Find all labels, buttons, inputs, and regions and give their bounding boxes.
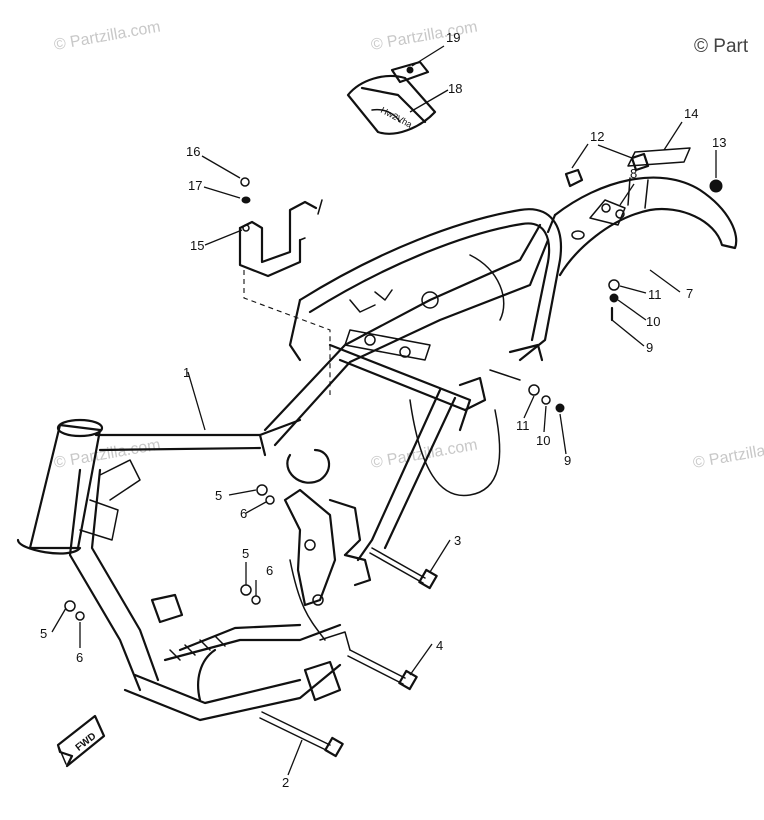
bolt-3 xyxy=(369,547,438,590)
washer-10 xyxy=(541,395,551,405)
battery-band xyxy=(390,60,430,84)
callout-18: 18 xyxy=(448,81,462,96)
nut-5 xyxy=(256,484,268,496)
callout-3: 3 xyxy=(454,533,461,548)
callout-15: 15 xyxy=(190,238,204,253)
callout-6: 6 xyxy=(76,650,83,665)
forward-arrow: FWD xyxy=(56,714,106,768)
watermark: © Part xyxy=(694,36,749,57)
washer-6 xyxy=(265,495,275,505)
callout-17: 17 xyxy=(188,178,202,193)
nut-12 xyxy=(630,152,650,172)
callout-2: 2 xyxy=(282,775,289,790)
fender-decal xyxy=(627,147,691,167)
callout-8: 8 xyxy=(630,166,637,181)
bolt-9 xyxy=(555,403,565,413)
callout-5: 5 xyxy=(215,488,222,503)
main-frame xyxy=(16,208,563,722)
nut-5 xyxy=(240,584,252,596)
callout-7: 7 xyxy=(686,286,693,301)
washer-11 xyxy=(528,384,540,396)
assembly-line xyxy=(243,270,331,395)
bolt-4 xyxy=(347,649,418,691)
washer-17 xyxy=(241,196,251,204)
watermark: © Partzilla.com xyxy=(370,18,479,53)
decal-text: Hw2Vha xyxy=(379,105,414,130)
callout-5: 5 xyxy=(40,626,47,641)
battery-bracket xyxy=(238,199,323,278)
damper-13 xyxy=(709,179,723,193)
rear-fender xyxy=(546,176,738,277)
band-hole xyxy=(406,66,414,74)
callout-12: 12 xyxy=(590,129,604,144)
callout-1: 1 xyxy=(183,365,190,380)
nut-5 xyxy=(64,600,76,612)
callout-16: 16 xyxy=(186,144,200,159)
bolt-2 xyxy=(259,711,344,758)
callout-6: 6 xyxy=(266,563,273,578)
callout-9: 9 xyxy=(646,340,653,355)
washer-11 xyxy=(608,279,620,291)
watermark: © Partzilla.com xyxy=(53,436,162,471)
callout-11: 11 xyxy=(648,287,662,302)
callout-6: 6 xyxy=(240,506,247,521)
washer-6 xyxy=(75,611,85,621)
callout-10: 10 xyxy=(646,314,660,329)
callout-5: 5 xyxy=(242,546,249,561)
leader-lines xyxy=(51,45,717,776)
watermark: © Partzilla.com xyxy=(53,18,162,53)
nut-12 xyxy=(564,168,584,188)
callout-19: 19 xyxy=(446,30,460,45)
callout-4: 4 xyxy=(436,638,443,653)
callout-9: 9 xyxy=(564,453,571,468)
callout-10: 10 xyxy=(536,433,550,448)
washer-10 xyxy=(609,293,619,303)
bolt-16 xyxy=(240,177,250,187)
callouts: 1 2 3 4 5 6 5 6 5 6 7 8 9 10 11 9 10 11 … xyxy=(40,30,726,790)
callout-14: 14 xyxy=(684,106,698,121)
watermark: © Partzilla.com xyxy=(370,436,479,471)
callout-11: 11 xyxy=(516,418,530,433)
callout-13: 13 xyxy=(712,135,726,150)
watermark: © Partzilla.com xyxy=(692,436,764,471)
washer-6 xyxy=(251,595,261,605)
